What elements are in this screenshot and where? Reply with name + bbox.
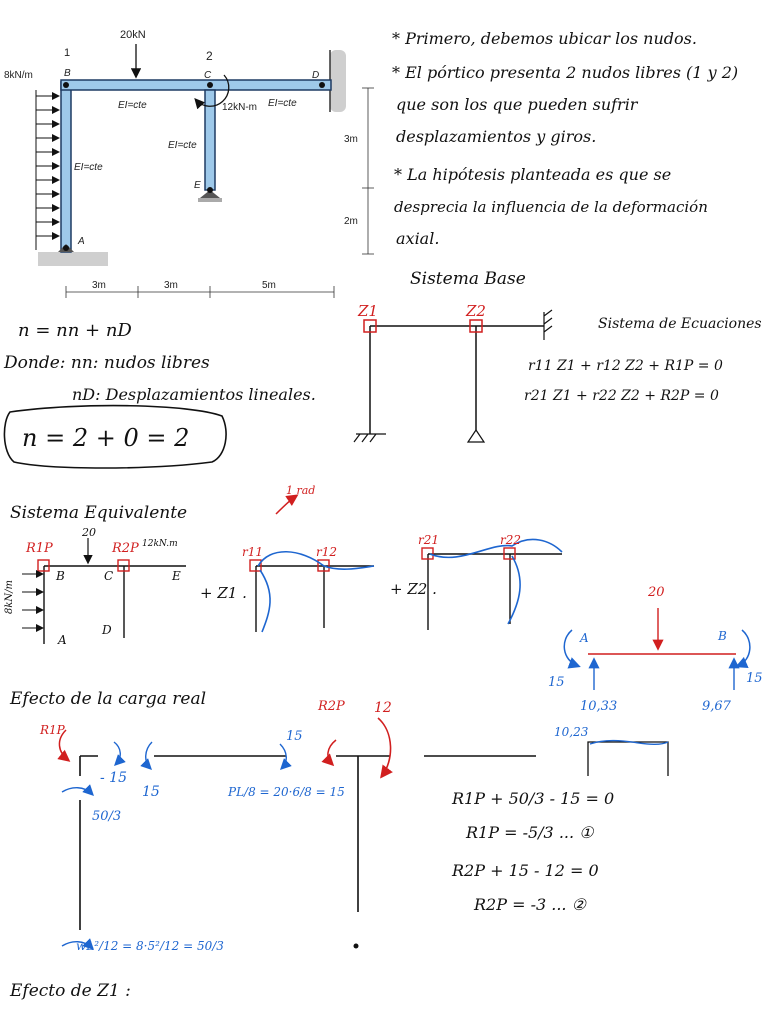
equation-2: r21 Z1 + r22 Z2 + R2P = 0 bbox=[524, 388, 719, 404]
beam-bd bbox=[60, 79, 332, 91]
label-r12: r12 bbox=[316, 545, 337, 559]
dim-2m-vertical: 2m bbox=[344, 216, 358, 227]
beam-r-right: 9,67 bbox=[702, 699, 732, 714]
label-plus-z1: + Z1 . bbox=[200, 584, 247, 602]
label-eq-c: C bbox=[104, 569, 113, 583]
dim-3m-h1: 3m bbox=[92, 280, 106, 291]
label-r21: r21 bbox=[418, 533, 439, 547]
frame-figure: 20kN 8kN/m 1 2 B C D E A 12kN-m EI=cte E… bbox=[4, 29, 374, 298]
pin-support-e bbox=[200, 190, 220, 198]
carga-fifty3: 50/3 bbox=[92, 809, 121, 824]
moment-arc-icon bbox=[194, 74, 230, 110]
note-line-5: * La hipótesis planteada es que se bbox=[394, 165, 671, 184]
label-8knm: 8kN/m bbox=[4, 70, 33, 81]
beam-ab-free-body: 20 A B 15 15 10,33 9,67 10,23 bbox=[548, 585, 763, 776]
carga-r1p: R1P bbox=[39, 723, 66, 737]
beam-label-b: B bbox=[717, 629, 727, 643]
formula-boxed: n = 2 + 0 = 2 bbox=[22, 424, 189, 452]
carga-eq3: R2P + 15 - 12 = 0 bbox=[451, 861, 599, 880]
carga-real-title: Efecto de la carga real bbox=[9, 689, 206, 709]
label-node-1: 1 bbox=[64, 47, 70, 59]
label-z2: Z2 bbox=[465, 302, 486, 320]
pin-support-icon bbox=[466, 428, 486, 443]
ecuaciones-title: Sistema de Ecuaciones bbox=[598, 316, 762, 332]
label-c: C bbox=[204, 70, 212, 81]
label-eq-a: A bbox=[57, 633, 67, 647]
label-eq-d: D bbox=[101, 623, 112, 637]
note-line-3: que son los que pueden sufrir bbox=[396, 95, 639, 114]
carga-real: Efecto de la carga real R1P - 15 15 15 P… bbox=[9, 689, 614, 953]
label-ei-3: EI=cte bbox=[168, 140, 197, 151]
carga-r2p: R2P bbox=[317, 699, 345, 714]
label-load-8: 8kN/m bbox=[4, 580, 15, 614]
label-eq-e: E bbox=[171, 569, 181, 583]
note-line-4: desplazamientos y giros. bbox=[396, 127, 596, 146]
wall-d bbox=[330, 50, 346, 112]
label-12knm: 12kN-m bbox=[222, 102, 257, 113]
label-eq-b: B bbox=[55, 569, 65, 583]
label-z1: Z1 bbox=[357, 302, 378, 320]
label-a: A bbox=[77, 236, 85, 247]
carga-twelve: 12 bbox=[374, 700, 392, 716]
dimension-lines bbox=[65, 87, 374, 298]
column-ab bbox=[60, 81, 72, 253]
beam-r-left: 10,33 bbox=[580, 699, 617, 714]
carga-m15b: - 15 bbox=[100, 770, 127, 786]
formula-nd: nD: Desplazamientos lineales. bbox=[72, 385, 316, 404]
notes-block: * Primero, debemos ubicar los nudos. * E… bbox=[392, 29, 738, 248]
footer-efecto-z1: Efecto de Z1 : bbox=[9, 981, 131, 1001]
formula-block: n = nn + nD Donde: nn: nudos libres nD: … bbox=[3, 320, 316, 469]
label-1rad: 1 rad bbox=[286, 484, 315, 497]
ground-a bbox=[38, 252, 108, 266]
label-ei-2: EI=cte bbox=[268, 98, 297, 109]
dim-3m-vertical: 3m bbox=[344, 134, 358, 145]
label-load-20: 20 bbox=[81, 526, 96, 539]
beam-m-right: 15 bbox=[746, 671, 763, 686]
carga-wl2: wL²/12 = 8·5²/12 = 50/3 bbox=[76, 939, 224, 953]
beam-label-a: A bbox=[579, 631, 589, 645]
carga-m15c: 15 bbox=[142, 784, 160, 800]
label-plus-z2: + Z2 . bbox=[390, 580, 437, 598]
carga-eq2: R1P = -5/3 ... ① bbox=[465, 823, 595, 842]
carga-m15a: 15 bbox=[286, 729, 303, 744]
column-ce bbox=[204, 89, 216, 191]
carga-eq4: R2P = -3 ... ② bbox=[473, 895, 588, 914]
note-line-7: axial. bbox=[396, 229, 439, 248]
sistema-equivalente: Sistema Equivalente 1 rad R1P R2P 20 12k… bbox=[4, 484, 563, 647]
beam-load-20: 20 bbox=[647, 585, 665, 600]
label-d: D bbox=[312, 70, 319, 81]
label-r22: r22 bbox=[500, 533, 521, 547]
label-e: E bbox=[194, 180, 201, 191]
boxed-result-outline bbox=[3, 404, 227, 469]
sistema-base: Sistema Base Z1 Z2 Sistema de Ecuaciones… bbox=[353, 269, 762, 443]
label-r11: r11 bbox=[242, 545, 263, 559]
formula-n-def: n = nn + nD bbox=[18, 320, 132, 341]
label-b: B bbox=[64, 68, 71, 79]
label-r2p: R2P bbox=[111, 541, 139, 556]
label-ei-1: EI=cte bbox=[118, 100, 147, 111]
fixed-support-icon bbox=[543, 309, 553, 340]
label-r1p: R1P bbox=[25, 541, 53, 556]
dim-3m-h2: 3m bbox=[164, 280, 178, 291]
label-20kn: 20kN bbox=[120, 29, 146, 41]
dim-5m-h: 5m bbox=[262, 280, 276, 291]
label-ei-4: EI=cte bbox=[74, 162, 103, 173]
sistema-base-title: Sistema Base bbox=[410, 269, 526, 289]
carga-eq1: R1P + 50/3 - 15 = 0 bbox=[451, 789, 614, 808]
equivalente-title: Sistema Equivalente bbox=[10, 503, 187, 523]
beam-m-left: 15 bbox=[548, 675, 565, 690]
note-line-6: desprecia la influencia de la deformació… bbox=[394, 198, 708, 216]
formula-donde: Donde: nn: nudos libres bbox=[3, 353, 210, 373]
fixed-base-icon bbox=[353, 433, 386, 443]
label-mom-12: 12kN.m bbox=[142, 539, 178, 549]
note-line-2: * El pórtico presenta 2 nudos libres (1 … bbox=[392, 63, 738, 82]
label-node-2: 2 bbox=[206, 49, 213, 63]
carga-pl8: PL/8 = 20·6/8 = 15 bbox=[227, 785, 345, 799]
distributed-load-arrows bbox=[35, 90, 60, 250]
equation-1: r11 Z1 + r12 Z2 + R1P = 0 bbox=[528, 358, 723, 374]
beam-diagram-value: 10,23 bbox=[554, 725, 589, 739]
note-line-1: * Primero, debemos ubicar los nudos. bbox=[392, 29, 697, 48]
